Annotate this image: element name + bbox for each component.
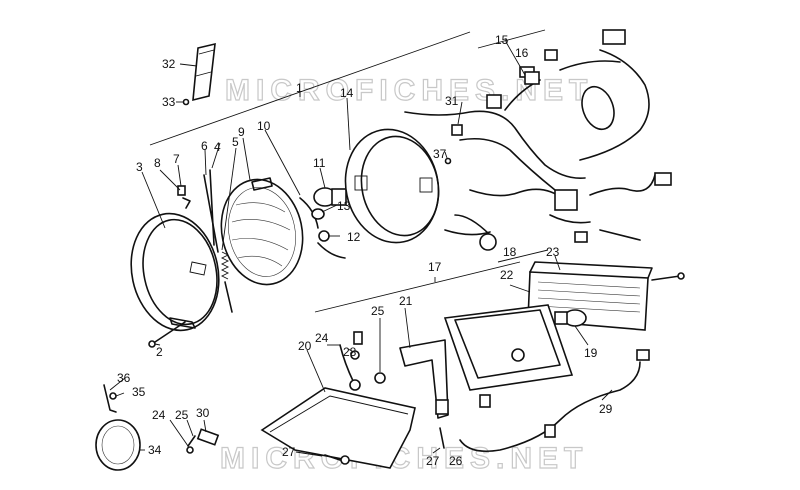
- part-27-screw: [324, 454, 350, 465]
- part-24-bolt: [186, 446, 194, 454]
- part-25-washer: [374, 372, 386, 384]
- part-29-cable: [459, 349, 650, 453]
- part-36-bracket: [103, 384, 117, 413]
- callout-37: 37: [433, 147, 447, 161]
- group-bracket-17: [314, 261, 521, 313]
- group-bracket-18: [497, 249, 549, 263]
- callout-1: 1: [296, 81, 303, 95]
- callout-31: 31: [445, 94, 459, 108]
- callout-5: 5: [232, 135, 239, 149]
- callout-18: 18: [503, 245, 517, 259]
- callout-22: 22: [500, 268, 514, 282]
- callout-20: 20: [298, 339, 312, 353]
- part-20-license-plate-holder: [260, 387, 416, 469]
- callout-15: 15: [495, 33, 509, 47]
- part-8-clip: [182, 197, 191, 209]
- callout-23: 23: [546, 245, 560, 259]
- part-25-screw: [187, 435, 196, 447]
- callout-24-lower: 24: [152, 408, 166, 422]
- part-7-nut: [177, 185, 186, 196]
- callout-26: 26: [449, 454, 463, 468]
- callouts: 1 2 3 4 5 6 7 8 9 10 11 12 13 14 15 16 1…: [117, 33, 613, 468]
- callout-25: 25: [371, 304, 385, 318]
- callout-11: 11: [313, 156, 326, 170]
- part-37-screw: [444, 157, 452, 165]
- part-5-spring: [220, 251, 233, 313]
- part-19-bulb: [554, 309, 587, 327]
- callout-7: 7: [173, 152, 180, 166]
- callout-21: 21: [399, 294, 413, 308]
- callout-28: 28: [343, 345, 357, 359]
- part-28-grommet: [350, 350, 360, 360]
- part-34-reflector: [95, 419, 141, 471]
- callout-10: 10: [257, 119, 271, 133]
- group-bracket-1: [149, 31, 471, 146]
- callout-35: 35: [132, 385, 146, 399]
- part-33-screw: [182, 98, 190, 106]
- callout-34: 34: [148, 443, 162, 457]
- callout-2: 2: [156, 345, 163, 359]
- callout-30: 30: [196, 406, 210, 420]
- part-9-headlight-lens: [220, 177, 304, 286]
- part-31-connector: [451, 124, 463, 136]
- group-bracket-15: [477, 29, 546, 49]
- part-3-headlight-rim: [130, 212, 220, 332]
- callout-29: 29: [599, 402, 613, 416]
- part-26-screw: [439, 427, 445, 449]
- callout-9: 9: [238, 125, 245, 139]
- part-15-wiring-harness: [404, 29, 672, 251]
- part-6-screw: [209, 169, 215, 246]
- callout-17: 17: [428, 260, 442, 274]
- part-2-screw: [148, 321, 186, 348]
- callout-27: 27: [282, 445, 296, 459]
- callout-27-lower: 27: [426, 454, 440, 468]
- part-24-socket-wire: [339, 331, 363, 391]
- callout-6: 6: [201, 139, 208, 153]
- callout-33: 33: [162, 95, 176, 109]
- callout-14: 14: [340, 86, 354, 100]
- part-22-lamp-housing: [443, 304, 574, 391]
- part-35-nut: [109, 392, 117, 400]
- callout-3: 3: [136, 160, 143, 174]
- callout-32: 32: [162, 57, 176, 71]
- leader-lines: [109, 41, 613, 457]
- callout-36: 36: [117, 371, 131, 385]
- callout-8: 8: [154, 156, 161, 170]
- part-12-socket: [317, 230, 346, 259]
- part-13-bulb: [311, 208, 325, 220]
- part-32-pouch: [192, 42, 216, 102]
- callout-12: 12: [347, 230, 361, 244]
- callout-19: 19: [584, 346, 598, 360]
- callout-24: 24: [315, 331, 329, 345]
- part-11-bulb: [313, 187, 347, 207]
- watermark-bottom: MICROFICHES.NET: [220, 442, 588, 475]
- callout-25-lower: 25: [175, 408, 189, 422]
- part-21-bracket: [399, 339, 449, 419]
- callout-4: 4: [214, 140, 221, 154]
- callout-13: 13: [337, 199, 351, 213]
- part-16-connector: [524, 71, 540, 85]
- part-14-headlight-shell: [344, 128, 440, 244]
- part-4-screw: [203, 174, 219, 253]
- callout-16: 16: [515, 46, 529, 60]
- part-30-plate: [196, 428, 220, 446]
